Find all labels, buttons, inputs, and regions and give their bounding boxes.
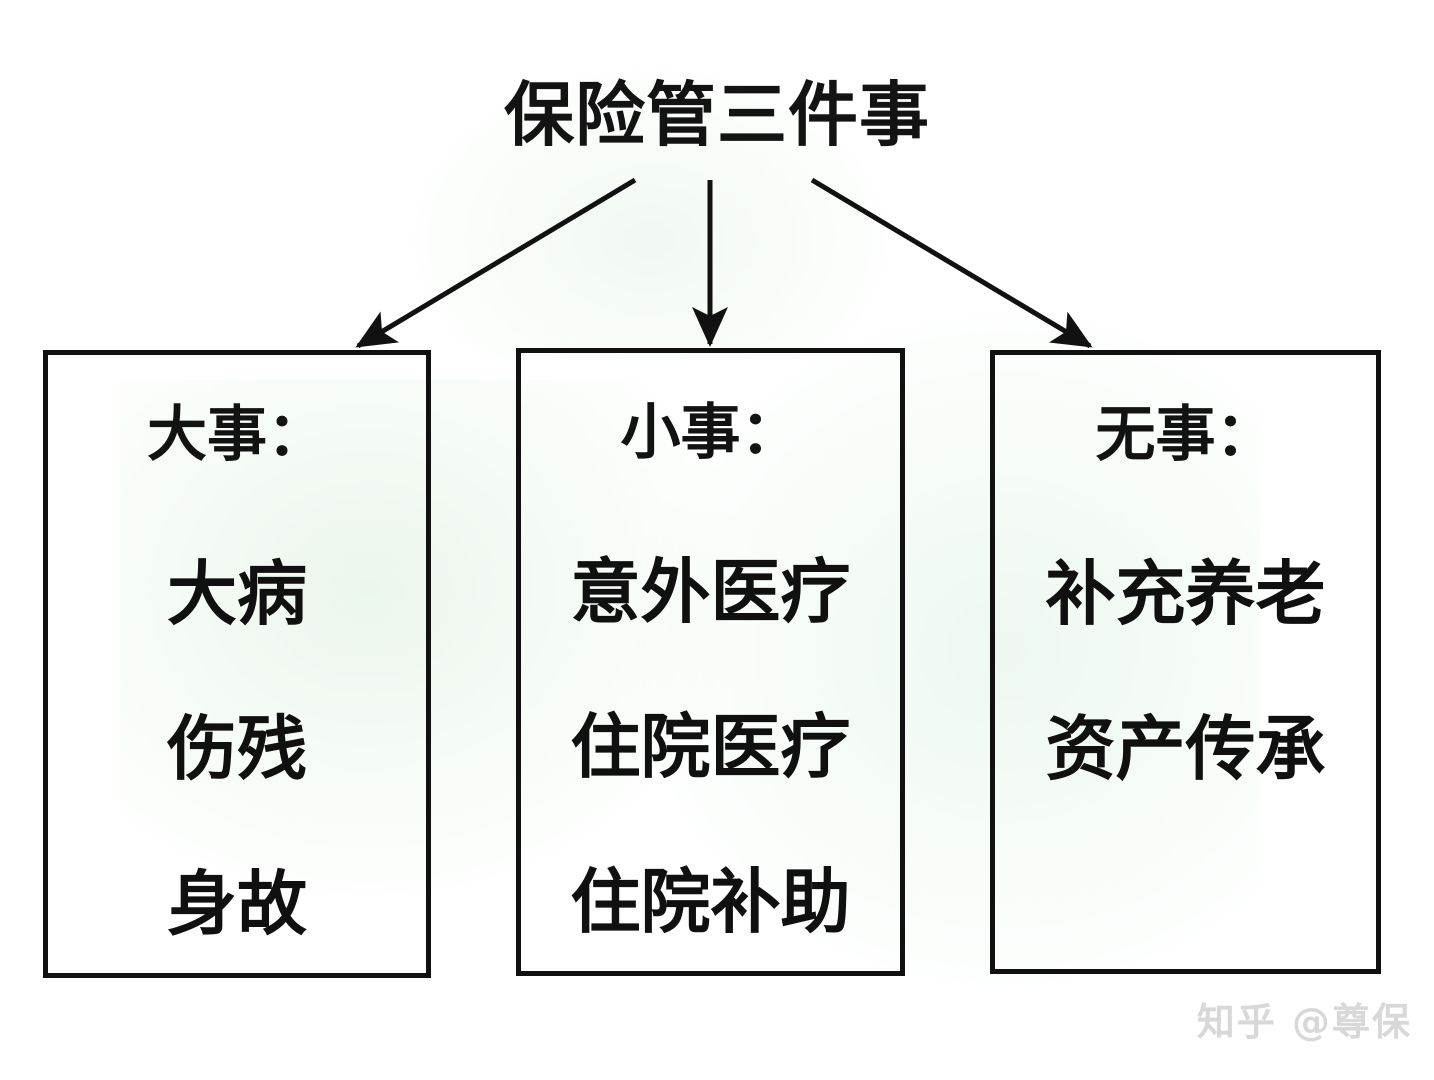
box-item-major-0: 大病 (167, 553, 307, 635)
box-item-none-1: 资产传承 (1045, 708, 1326, 790)
box-header-none: 无事： (1095, 400, 1276, 470)
zhihu-watermark: 知乎 @尊保 (1196, 1000, 1412, 1044)
box-item-major-1: 伤残 (167, 708, 307, 790)
box-item-major-2: 身故 (167, 863, 307, 945)
box-item-none-0: 补充养老 (1045, 553, 1326, 635)
box-header-major: 大事： (147, 400, 327, 470)
box-item-minor-0: 意外医疗 (570, 551, 851, 633)
box-header-minor: 小事： (620, 398, 801, 468)
box-item-minor-2: 住院补助 (570, 861, 851, 943)
arrow-to-box-1 (355, 177, 637, 349)
arrow-to-box-3 (810, 177, 1093, 349)
diagram-title: 保险管三件事 (504, 74, 930, 156)
category-box-none: 无事： 补充养老 资产传承 (990, 350, 1381, 974)
category-box-major: 大事： 大病 伤残 身故 (43, 350, 431, 978)
category-box-minor: 小事： 意外医疗 住院医疗 住院补助 (516, 348, 905, 976)
box-item-minor-1: 住院医疗 (570, 706, 851, 788)
